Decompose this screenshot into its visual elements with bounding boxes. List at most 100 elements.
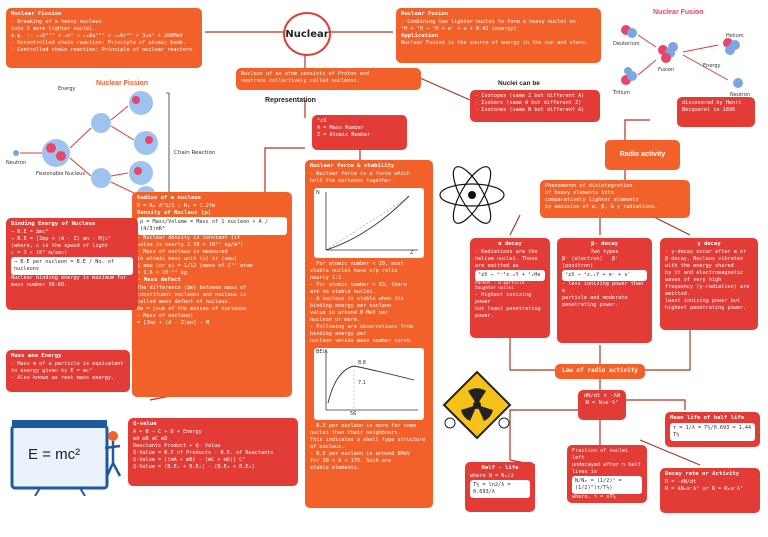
mass-line-1: - Mass of nucleus is measured xyxy=(137,249,228,256)
alpha-after-1: - Highest ionizing power xyxy=(475,292,532,306)
force-mid-8: value is around 8 MeV per xyxy=(310,309,389,316)
be-plot-x-tick: 56 xyxy=(350,410,357,417)
radioactive-sign-icon xyxy=(442,370,512,440)
representation-line-1: ᴬzX xyxy=(317,118,327,124)
phenomenon-line-1: Phenomenon of disintegration xyxy=(545,183,633,189)
force-heading: Nuclear force & stability xyxy=(310,163,395,169)
defect-line-6: = [Zmp + (A - Z)mn] - M xyxy=(137,319,209,326)
mass-defect-heading: - Mass defect xyxy=(137,277,181,284)
fraction-line-3: lives is xyxy=(572,469,597,476)
alpha-line-1: - Radiations are the xyxy=(475,248,538,255)
representation-line-2: A = Mass Number xyxy=(317,125,364,132)
fission-figure-title: Nuclear Fission xyxy=(96,80,149,87)
force-end-4: of nucleus. xyxy=(310,443,345,450)
q-line-2: mA mB mC mD xyxy=(133,435,168,442)
atom-icon xyxy=(439,166,505,224)
fission-line-1: - Breaking of a heavy nucleus xyxy=(11,18,102,25)
fission-figure: Nuclear Fission Energy Fissionable Nucle… xyxy=(6,78,221,208)
fusion-label-deuterium: Deuterium xyxy=(613,41,640,47)
discovered-line-2: Becquerel in 1896 xyxy=(682,107,736,114)
fusion-line-1: - Combining two lighter nuclei to form a… xyxy=(401,18,580,25)
force-mid-11: binding energy per xyxy=(310,330,367,337)
decay-rate-eq-2: R = λN₀e⁻λᵗ or R = R₀e⁻λᵗ xyxy=(665,485,744,492)
atom-line-1: Nucleus of an atom consists of Proton an… xyxy=(241,71,370,77)
fusion-label-helium: Helium xyxy=(726,33,744,39)
chain-reaction-label: Chain Reaction xyxy=(174,150,216,156)
mean-life-heading: Mean life of half life xyxy=(670,415,745,421)
fusion-diagram-icon xyxy=(621,25,743,88)
radius-heading: Radius of a nucleus xyxy=(137,195,201,201)
isotopes-line: - Isotopes (same Z but different A) xyxy=(475,93,585,99)
gamma-heading: γ decay xyxy=(697,241,721,247)
beta-after-1: - less ionizing power than α xyxy=(562,280,644,294)
discovered-box: discovered by Henri Becquerel in 1896 xyxy=(677,97,755,127)
isobars-line: - Isobars (same A but different Z) xyxy=(475,100,582,107)
q-line-6: Q-Value = (B.E₁ + B.E₂) - (B.E₃ + B.E₄) xyxy=(133,463,255,470)
fusion-label-energy: Energy xyxy=(703,63,721,69)
law-equation-box: dN/dt ∝ -λN N = N₀e⁻λᵗ xyxy=(578,390,626,420)
binding-line-5: → B.E per nucleon = B.E / No. of nucleon… xyxy=(11,256,133,275)
fraction-equation-2: where, t = nT½ xyxy=(572,494,616,501)
binding-line-1: → B.E = Δmc² xyxy=(11,228,49,235)
force-mid-10: - Following are observations from xyxy=(310,323,414,330)
fusion-label-tritium: Tritium xyxy=(613,90,631,96)
alpha-line-2: helium nuclei. These xyxy=(475,255,538,262)
gamma-line-9: highest penetrating power. xyxy=(665,304,747,311)
binding-energy-box: Binding Energy of Nucleus → B.E = Δmc² →… xyxy=(6,218,138,310)
whiteboard-icon xyxy=(10,420,122,496)
law-eq-2: N = N₀e⁻λᵗ xyxy=(585,400,619,407)
np-plot-y-label: N xyxy=(316,189,320,196)
np-plot-x-label: Z xyxy=(410,249,414,256)
nuclei-can-be-heading: Nuclei can be xyxy=(498,80,540,87)
density-line-1: - Nuclear density is constant (it xyxy=(137,235,241,242)
phenomenon-box: Phenomenon of disintegration of heavy el… xyxy=(540,180,690,218)
gamma-line-3: with the energy shared xyxy=(665,262,734,269)
representation-line-3: Z = Atomic Number xyxy=(317,132,371,139)
mass-energy-line-3: - Also known as rest mass energy. xyxy=(11,374,115,381)
gamma-line-7: emitted. xyxy=(665,290,690,297)
application-heading: Application xyxy=(401,32,439,39)
law-eq-1: dN/dt ∝ -λN xyxy=(583,393,621,399)
gamma-line-1: - γ-decay occur after α or xyxy=(665,248,747,255)
mass-line-4: = 1.6 × 10⁻²⁷ kg xyxy=(137,270,187,277)
force-mid-12: nucleon versus mass number curve. xyxy=(310,337,414,344)
radio-activity-label: Radio activity xyxy=(619,151,666,159)
representation-label: Representation xyxy=(265,97,316,104)
gamma-line-4: by it and electromagnetic xyxy=(665,269,744,276)
fusion-figure: Nuclear Fusion Deuterium Tritium Fusion … xyxy=(608,5,763,100)
force-end-3: This indicates a shell type structure xyxy=(310,436,426,443)
force-end-1: - B.E per nucleon is more for some xyxy=(310,422,417,429)
binding-line-3: (where, c is the speed of light xyxy=(11,242,108,249)
fusion-heading: Nuclear Fusion xyxy=(401,11,449,17)
force-end-5: - B.E per nucleon is around 8MeV xyxy=(310,450,410,457)
beta-decay-box: β- decay Two types β⁻ (electron) β⁺ (pos… xyxy=(557,238,652,343)
nuclear-center-node: Nuclear xyxy=(283,12,331,56)
q-line-4: Q-Value = B.E of Products - B.E. of Reac… xyxy=(133,449,274,456)
be-plot-y-label: BE/A xyxy=(316,348,328,355)
q-line-1: A + B → C + D + Energy xyxy=(133,428,202,435)
defect-line-1: The difference (Δm) between mass of xyxy=(137,284,247,291)
fission-label-neutron: Neutron xyxy=(6,160,27,166)
half-life-eq-1: where N = N₀/2 xyxy=(470,472,514,479)
alpha-heading: α decay xyxy=(498,241,522,247)
half-life-heading: Half - life xyxy=(481,465,519,471)
fission-line-5: - Controlled chain reaction: Principle o… xyxy=(11,46,196,53)
decay-rate-box: Decay rate or Activity R = -dN/dt R = λN… xyxy=(660,468,760,513)
density-heading: Density of Nucleus (ρ) xyxy=(137,209,212,216)
force-end-2: nuclei than their neighbours. xyxy=(310,429,401,436)
be-plot-value-1: 8.8 xyxy=(358,359,366,366)
force-mid-4: - For atomic number > 83, there xyxy=(310,281,407,288)
force-mid-9: nucleon or more. xyxy=(310,316,360,323)
representation-box: ᴬzX A = Mass Number Z = Atomic Number xyxy=(312,115,407,150)
fission-box: Nuclear Fission - Breaking of a heavy nu… xyxy=(6,8,202,68)
fission-chain-icon xyxy=(13,91,170,206)
fraction-line-1: Fraction of nuclei left xyxy=(572,448,629,462)
mass-energy-heading: Mass ane Energy xyxy=(11,353,62,359)
discovered-line-1: discovered by Henri xyxy=(682,100,742,106)
fission-line-2: into 2 more lighter nuclei. xyxy=(11,25,96,32)
np-ratio-plot: Z N xyxy=(314,187,424,258)
force-mid-3: nearly 1:1 xyxy=(310,274,342,281)
decay-rate-heading: Decay rate or Activity xyxy=(665,471,740,477)
phenomenon-line-4: by emission of α, β, & γ radiations. xyxy=(545,204,658,211)
alpha-line-3: are emitted as xyxy=(475,262,519,269)
